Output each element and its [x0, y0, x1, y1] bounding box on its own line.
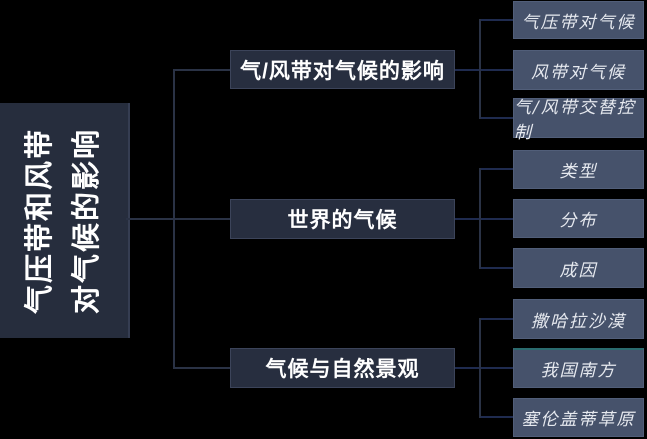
leaf-node-label: 气/风带交替控制	[514, 98, 636, 143]
branch-node-label: 气候与自然景观	[265, 358, 420, 381]
leaf-node-label: 撒哈拉沙漠	[531, 311, 626, 332]
connector-branch-2	[175, 218, 230, 220]
leaf-node-pressure-belt-climate[interactable]: 气压带对气候	[513, 1, 644, 39]
connector-group1-leaf1	[481, 19, 513, 21]
connector-group1-leaf2	[481, 69, 513, 71]
connector-branch-3	[175, 367, 230, 369]
leaf-node-type[interactable]: 类型	[513, 150, 644, 189]
root-node-label: 气压带和风带 对气候的影响	[17, 127, 111, 313]
connector-group3-node	[455, 367, 481, 369]
leaf-node-label: 我国南方	[540, 361, 617, 381]
leaf-node-label: 类型	[559, 162, 598, 182]
connector-group1-trunk	[479, 19, 481, 119]
connector-group2-node	[455, 218, 481, 220]
leaf-node-label: 分布	[559, 211, 598, 231]
leaf-node-cause[interactable]: 成因	[513, 248, 644, 288]
connector-root-horizontal	[126, 218, 175, 220]
connector-group3-leaf2	[481, 367, 513, 369]
branch-node-label: 气/风带对气候的影响	[240, 59, 445, 83]
connector-branch-1	[175, 69, 230, 71]
root-label-line-1: 气压带和风带	[24, 127, 57, 314]
connector-group2-leaf3	[481, 267, 513, 269]
connector-group2-leaf1	[481, 168, 513, 170]
leaf-node-sahara[interactable]: 撒哈拉沙漠	[513, 299, 644, 339]
leaf-node-label: 风带对气候	[531, 62, 626, 83]
leaf-node-alternating-control[interactable]: 气/风带交替控制	[513, 98, 644, 143]
connector-group1-leaf3	[481, 117, 513, 119]
leaf-node-label: 成因	[559, 260, 598, 281]
branch-node-world-climate[interactable]: 世界的气候	[230, 199, 455, 239]
leaf-node-distribution[interactable]: 分布	[513, 199, 644, 238]
leaf-node-label: 气压带对气候	[521, 12, 636, 33]
leaf-node-label: 塞伦盖蒂草原	[521, 410, 636, 430]
connector-left-trunk	[173, 69, 175, 369]
leaf-node-wind-belt-climate[interactable]: 风带对气候	[513, 50, 644, 90]
branch-node-wind-belt-influence[interactable]: 气/风带对气候的影响	[230, 50, 455, 89]
connector-group3-leaf3	[481, 416, 513, 418]
branch-node-climate-landscape[interactable]: 气候与自然景观	[230, 348, 455, 388]
connector-group1-node	[455, 69, 481, 71]
branch-node-label: 世界的气候	[287, 209, 398, 232]
leaf-node-serengeti[interactable]: 塞伦盖蒂草原	[513, 398, 644, 437]
connector-group3-trunk	[479, 318, 481, 418]
connector-group2-trunk	[479, 168, 481, 269]
root-node[interactable]: 气压带和风带 对气候的影响	[0, 103, 130, 338]
root-label-line-2: 对气候的影响	[71, 127, 104, 314]
leaf-node-southern-china[interactable]: 我国南方	[513, 348, 644, 388]
connector-group3-leaf1	[481, 318, 513, 320]
connector-group2-leaf2	[481, 218, 513, 220]
